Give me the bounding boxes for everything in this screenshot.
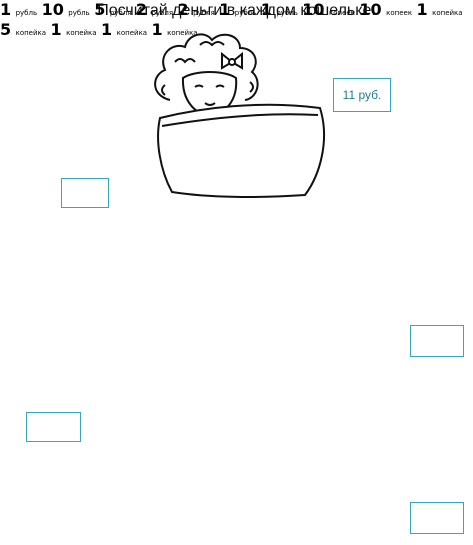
- coin-word: копеек: [329, 9, 355, 17]
- coin-word: рубля: [151, 9, 174, 17]
- coin-value: 5: [0, 20, 12, 39]
- girl-illustration: [154, 33, 259, 123]
- coin-1-rub: 1 рубль: [260, 0, 303, 19]
- wallet-5-purse: 1 рубль 10 рубль 5 рубля 2 рубля 2 рубля…: [0, 0, 464, 534]
- answer-box-wallet-5[interactable]: [410, 502, 464, 534]
- answer-box-wallet-3[interactable]: [410, 325, 464, 357]
- coin-value: 2: [135, 0, 148, 19]
- coin-1-rub: 1 рубль: [0, 0, 42, 19]
- coin-value: 10: [359, 0, 382, 19]
- coin-value: 1: [151, 20, 163, 39]
- coin-5-rub: 5 рубля: [94, 0, 136, 19]
- coin-word: копейка: [167, 29, 198, 37]
- coin-1-kop: 1 копейка: [50, 20, 102, 39]
- coin-word: рубль: [68, 9, 90, 17]
- coin-word: копейка: [66, 29, 97, 37]
- coin-10-kop: 10 копеек: [302, 0, 359, 19]
- answer-box-wallet-1[interactable]: 11 руб.: [333, 78, 391, 112]
- coin-2-rub: 2 рубля: [135, 0, 178, 19]
- coin-word: рубля: [193, 9, 215, 17]
- coin-value: 1: [260, 0, 272, 19]
- coin-value: 2: [177, 0, 189, 19]
- coin-word: рубль: [15, 9, 38, 17]
- wallet-5-clasp: 1 рубль 10 рубль 5 рубля 2 рубля 2 рубля…: [0, 0, 464, 534]
- coin-word: рубль: [234, 9, 257, 17]
- wallet-3-purse: 1 рубль 10 рубль 5 рубля 2 рубля 2 рубля…: [0, 0, 464, 534]
- wallet-2-strap: 1 рубль 10 рубль 5 рубля 2 рубля 2 рубля…: [0, 0, 464, 534]
- coin-1-kop: 1 копейка: [416, 0, 463, 19]
- coin-1-kop: 1 копейка: [151, 20, 198, 39]
- coin-5-kop: 5 копейка: [0, 20, 51, 39]
- wallet-2-purse: 1 рубль 10 рубль 5 рубля 2 рубля 2 рубля…: [0, 0, 464, 534]
- coin-value: 1: [416, 0, 428, 19]
- coin-10-kop: 10 копеек: [359, 0, 416, 19]
- coin-value: 1: [101, 20, 113, 39]
- coin-1-kop: 1 копейка: [101, 20, 152, 39]
- coin-value: 1: [50, 20, 62, 39]
- coin-word: копеек: [386, 9, 413, 17]
- answer-example-text: 11 руб.: [342, 88, 382, 102]
- answer-box-wallet-4[interactable]: [26, 412, 81, 442]
- coin-word: рубля: [109, 9, 132, 17]
- coin-value: 5: [94, 0, 106, 19]
- coin-word: копейка: [116, 29, 148, 37]
- wallet-4-purse: 1 рубль 10 рубль 5 рубля 2 рубля 2 рубля…: [0, 0, 464, 534]
- coin-word: рубль: [276, 9, 298, 17]
- coin-2-rub: 2 рубля: [177, 0, 220, 19]
- coin-value: 1: [0, 0, 12, 19]
- answer-box-wallet-2[interactable]: [61, 178, 109, 208]
- coin-value: 10: [302, 0, 325, 19]
- worksheet-title: Посчитай деньги в каждом кошельке.: [97, 2, 376, 19]
- coin-value: 10: [41, 0, 64, 19]
- wallet-1-purse: [157, 103, 326, 198]
- coin-10-rub: 10 рубль: [41, 0, 95, 19]
- coin-word: копейка: [15, 29, 47, 37]
- coin-word: копейка: [432, 9, 463, 17]
- coin-1-rub: 1 рубль: [219, 0, 261, 19]
- coin-value: 1: [219, 0, 231, 19]
